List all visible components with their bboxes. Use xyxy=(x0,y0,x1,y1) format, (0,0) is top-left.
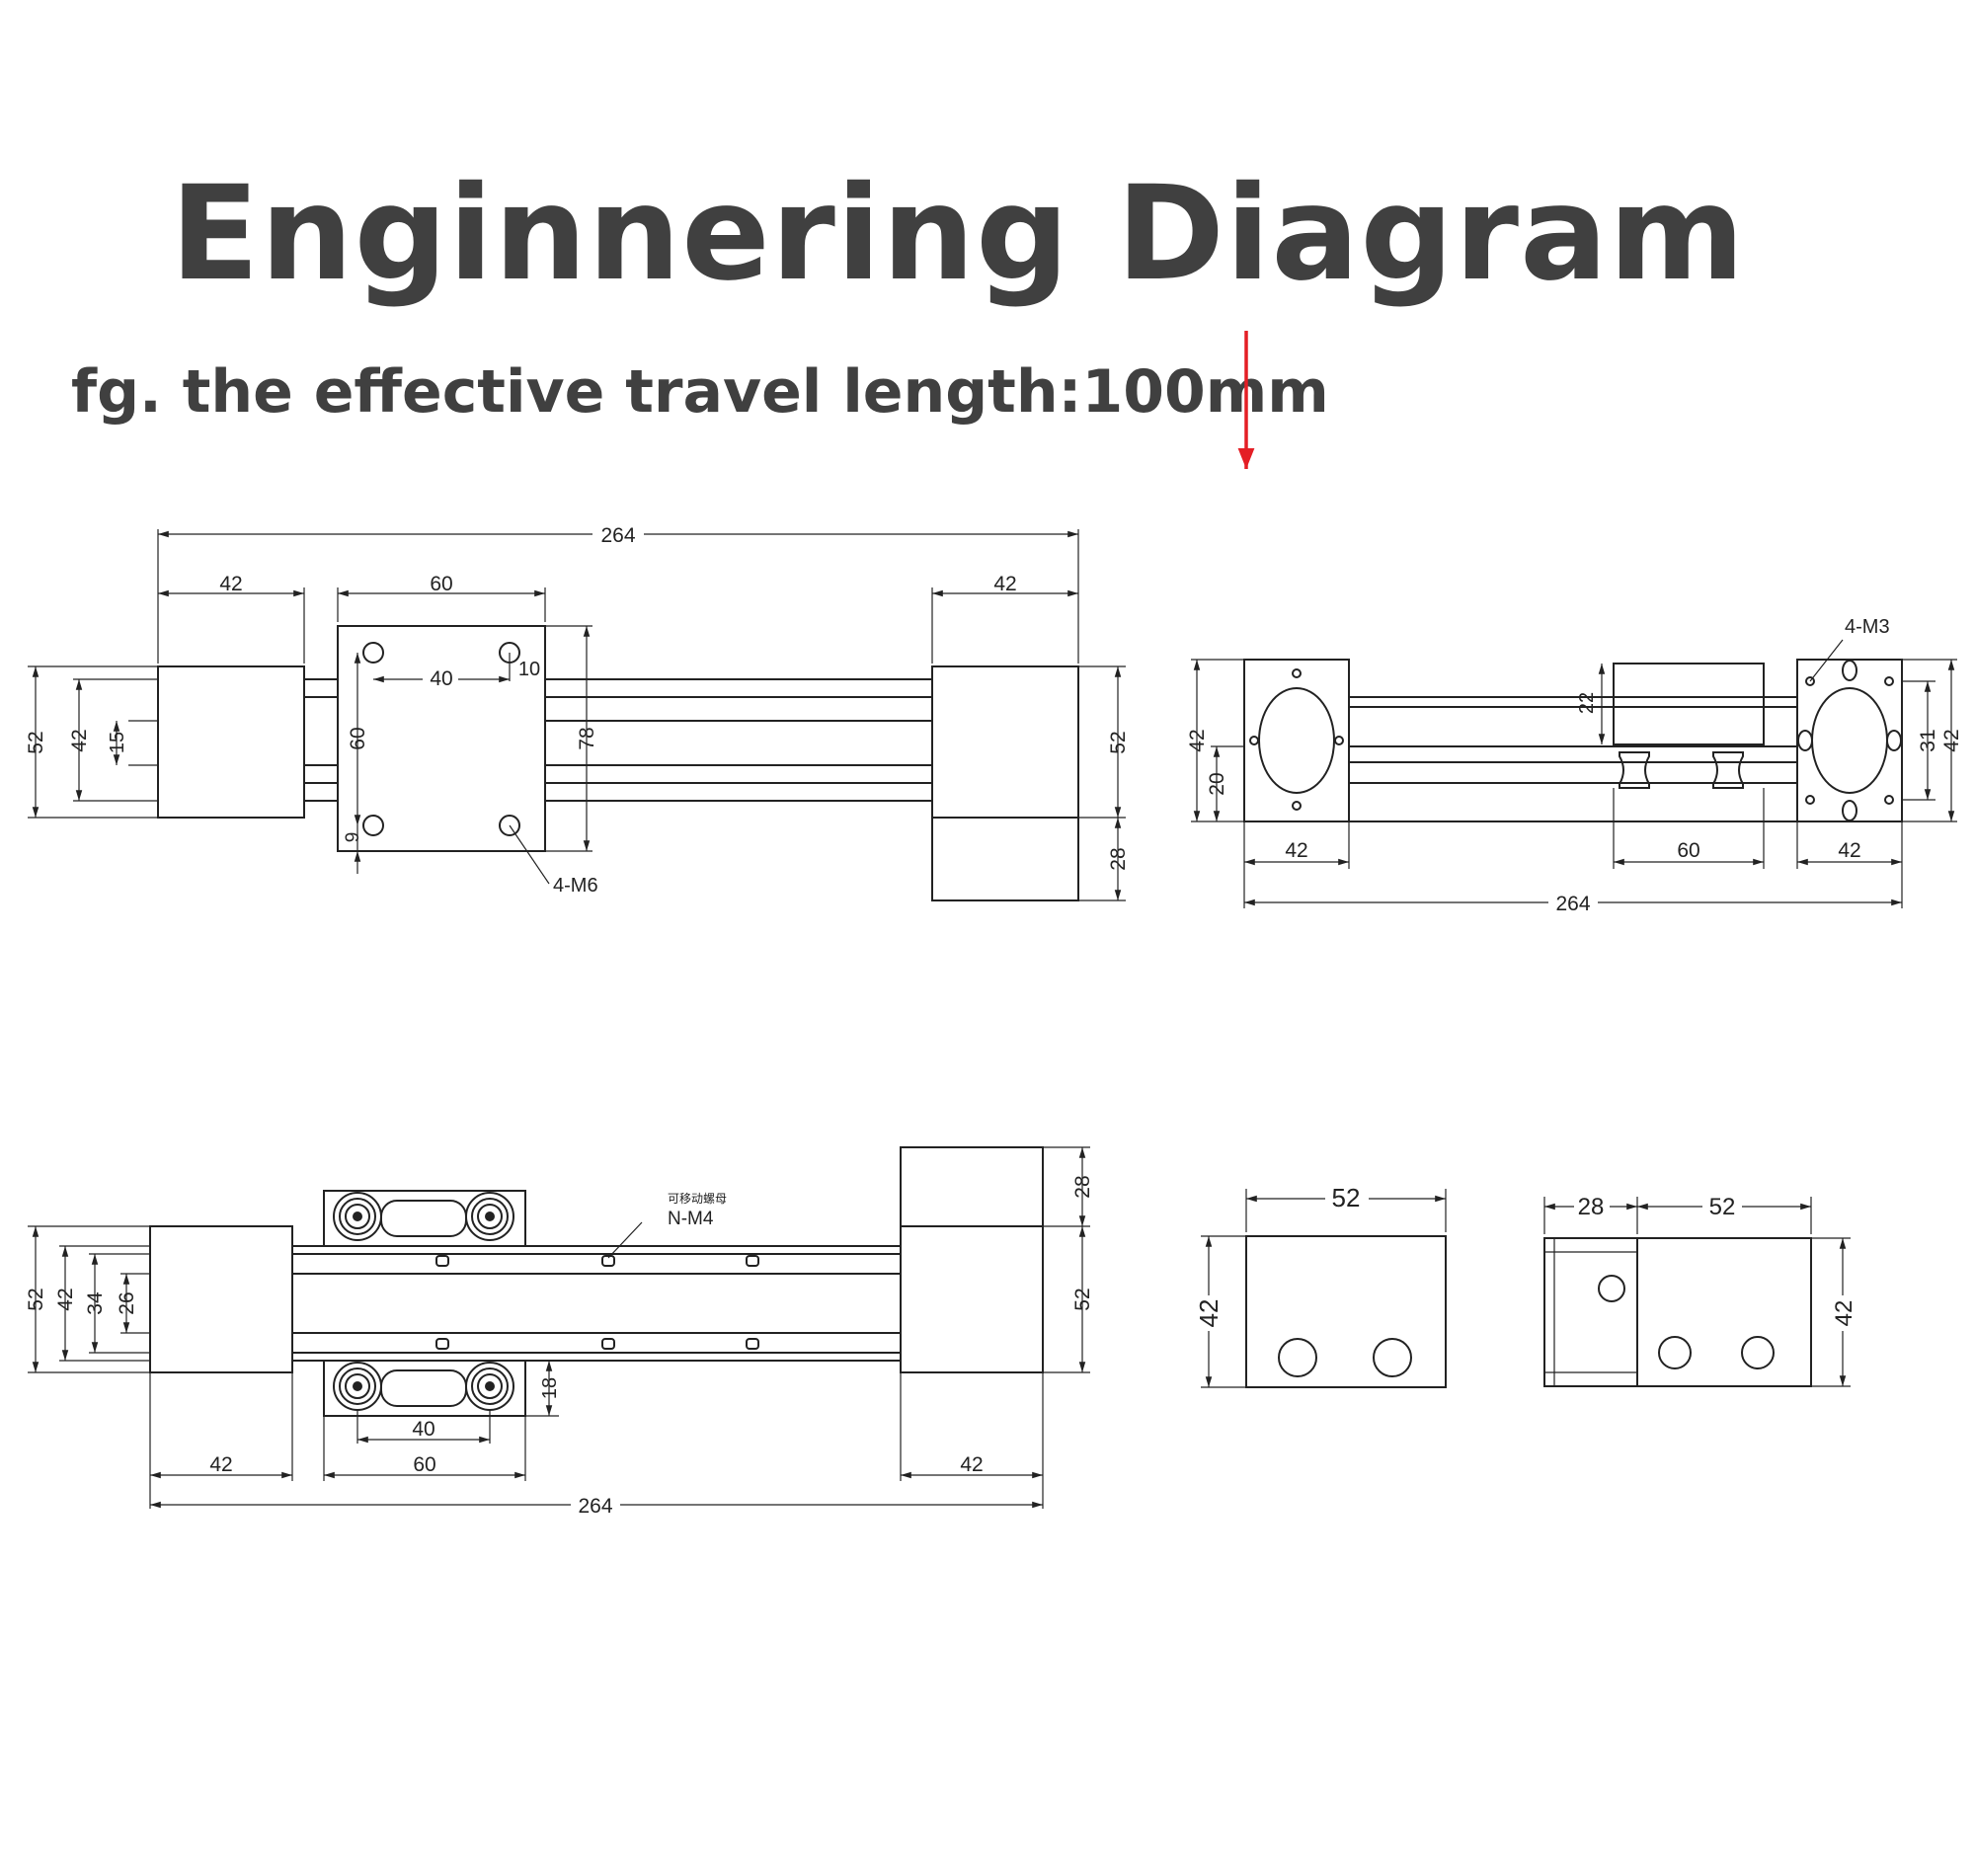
dim-end-a-height: 42 xyxy=(1194,1299,1224,1328)
dim-bottom-height-outer: 52 xyxy=(25,1288,47,1310)
dim-bottom-roller-spacing: 40 xyxy=(412,1418,434,1441)
dim-side-left-plate: 42 xyxy=(1285,839,1307,862)
dim-bottom-right-block: 42 xyxy=(960,1453,983,1476)
dim-bottom-right-extension: 28 xyxy=(1071,1175,1094,1198)
dim-top-right-extension: 28 xyxy=(1107,847,1130,870)
dim-top-hole-spacing-v: 60 xyxy=(347,727,369,749)
dim-side-right-plate: 42 xyxy=(1838,839,1860,862)
end-view-a: 52 42 xyxy=(1194,1183,1447,1388)
mounting-hole xyxy=(499,815,520,836)
dim-top-left-height-outer: 52 xyxy=(25,731,47,753)
side-roller xyxy=(1712,751,1744,789)
end-b-block xyxy=(1543,1237,1812,1387)
dim-side-carriage-height: 22 xyxy=(1576,692,1598,714)
dim-bottom-height-34: 34 xyxy=(84,1291,107,1315)
dim-end-b-height: 42 xyxy=(1831,1300,1857,1327)
side-view: 42 20 22 31 42 4-M3 42 60 42 264 xyxy=(1186,616,1963,915)
bottom-view: 可移动螺母 N-M4 52 42 34 26 18 28 52 xyxy=(25,1146,1094,1518)
dim-bottom-overall: 264 xyxy=(578,1495,612,1518)
dim-top-rod-gap: 15 xyxy=(107,732,128,753)
side-roller xyxy=(1619,751,1650,789)
dim-side-height-left: 42 xyxy=(1186,729,1209,751)
dim-top-hole-bottom: 9 xyxy=(343,832,363,843)
dim-side-carriage: 60 xyxy=(1677,839,1699,862)
dim-top-left-block: 42 xyxy=(219,573,242,595)
side-right-motor-bore xyxy=(1811,687,1888,794)
bottom-lower-carriage xyxy=(323,1360,526,1417)
dim-side-height-right: 42 xyxy=(1940,729,1963,751)
travel-length-note: fg. the effective travel length:100mm xyxy=(71,357,1329,427)
side-left-motor-bore xyxy=(1258,687,1335,794)
dim-top-right-block: 42 xyxy=(993,573,1016,595)
bottom-right-end-block xyxy=(900,1146,1044,1373)
dim-top-left-height-inner: 42 xyxy=(68,729,91,751)
dim-end-b-extension: 28 xyxy=(1578,1194,1605,1220)
end-view-b: 28 52 42 xyxy=(1543,1193,1857,1387)
dim-side-overall: 264 xyxy=(1555,893,1590,915)
dim-top-carriage: 60 xyxy=(430,573,452,595)
dim-top-hole-edge: 10 xyxy=(518,659,540,680)
dim-top-overall: 264 xyxy=(600,524,635,547)
dim-end-b-width: 52 xyxy=(1709,1194,1736,1220)
top-right-end-block xyxy=(931,665,1079,901)
dim-side-offset: 20 xyxy=(1206,772,1228,795)
callout-top-4m6: 4-M6 xyxy=(553,875,598,897)
top-view: 264 42 60 42 40 10 60 9 78 4-M6 xyxy=(25,521,1130,901)
dim-top-right-height: 52 xyxy=(1107,731,1130,753)
callout-bottom-nm4: N-M4 xyxy=(668,1209,714,1229)
bottom-view-rails xyxy=(292,1245,901,1362)
callout-bottom-cn: 可移动螺母 xyxy=(668,1192,727,1206)
mounting-hole xyxy=(362,642,384,664)
callout-side-4m3: 4-M3 xyxy=(1845,616,1890,638)
top-carriage xyxy=(337,625,546,852)
dim-bottom-height-42: 42 xyxy=(54,1288,77,1310)
bottom-left-end-block xyxy=(149,1225,293,1373)
dim-bottom-left-block: 42 xyxy=(209,1453,232,1476)
top-left-end-block xyxy=(157,665,305,819)
page-title: Enginnering Diagram xyxy=(170,158,1746,310)
dim-bottom-carriage: 60 xyxy=(413,1453,435,1476)
side-carriage xyxy=(1613,663,1765,745)
mounting-hole xyxy=(362,815,384,836)
dim-top-hole-spacing-h: 40 xyxy=(430,667,452,690)
dim-side-height-right-inner: 31 xyxy=(1917,729,1939,751)
dim-bottom-height-26: 26 xyxy=(116,1291,138,1314)
dim-end-a-width: 52 xyxy=(1332,1183,1361,1212)
bottom-roller xyxy=(333,1192,382,1241)
bottom-roller xyxy=(465,1192,514,1241)
dim-bottom-right-height: 52 xyxy=(1071,1288,1094,1310)
dim-top-carriage-height: 78 xyxy=(576,727,598,749)
bottom-upper-carriage xyxy=(323,1190,526,1247)
dim-bottom-roller-offset: 18 xyxy=(539,1377,561,1399)
end-a-block xyxy=(1245,1235,1447,1388)
top-view-rails xyxy=(304,678,932,802)
